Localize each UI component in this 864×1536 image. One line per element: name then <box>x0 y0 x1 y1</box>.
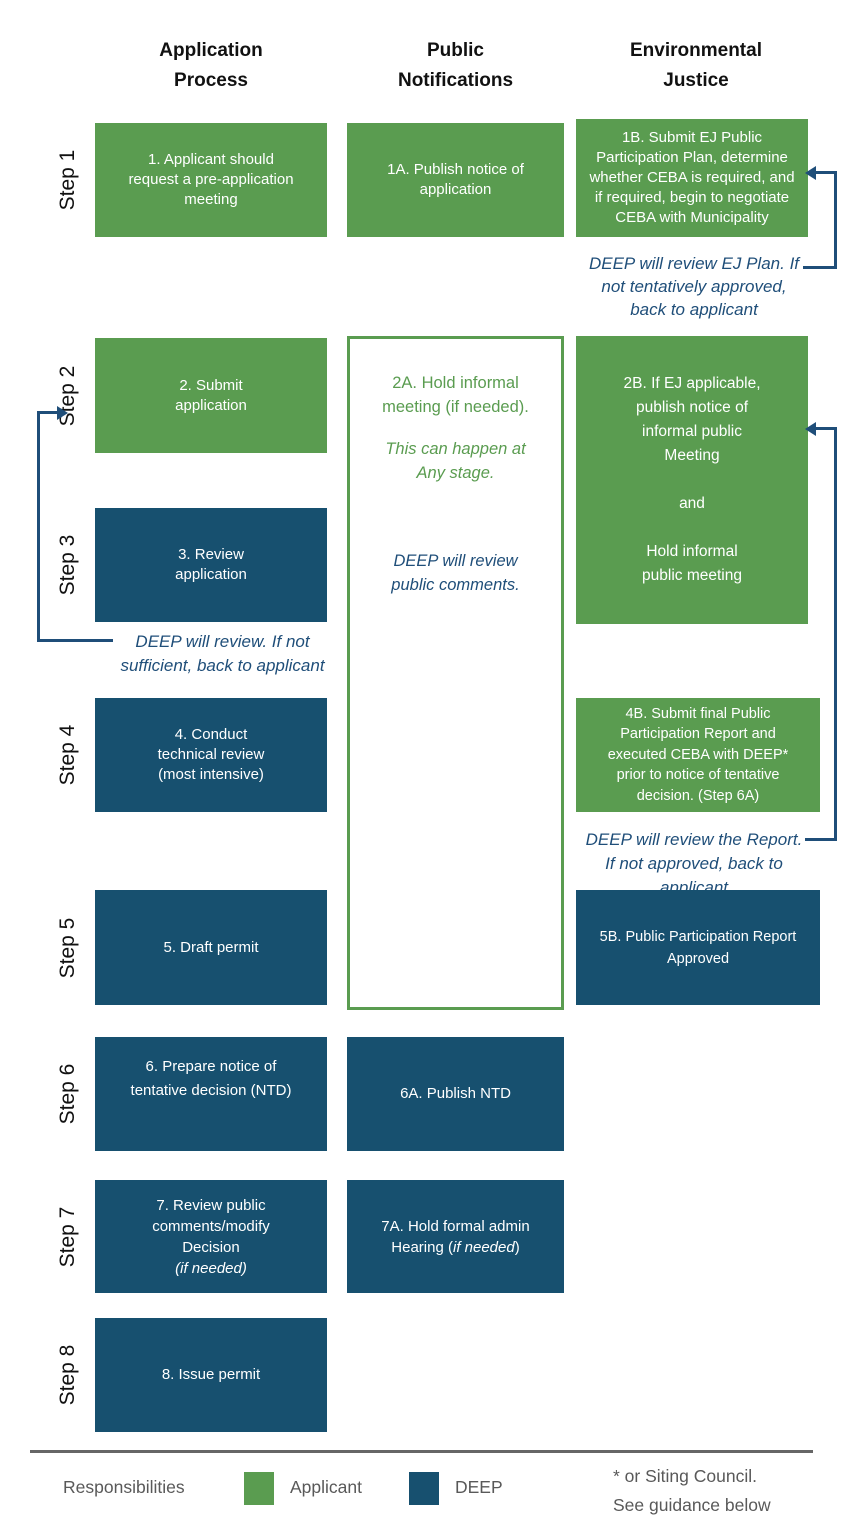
box-step5b-ej: 5B. Public Participation Report Approved <box>576 890 820 1005</box>
box-step8-application: 8. Issue permit <box>95 1318 327 1432</box>
footnote-siting-council: * or Siting Council. See guidance below <box>613 1466 771 1515</box>
legend-deep-swatch <box>409 1472 439 1505</box>
box-step7-if-needed: (if needed) <box>175 1259 247 1277</box>
step-label-1: Step 1 <box>56 149 79 211</box>
step-label-3: Step 3 <box>56 534 79 596</box>
box-step4-application: 4. Conduct technical review (most intens… <box>95 698 327 812</box>
box-step7a-if-needed: if needed <box>452 1238 515 1256</box>
step-label-5: Step 5 <box>56 917 79 979</box>
box-step7-application: 7. Review public comments/modify Decisio… <box>95 1180 327 1293</box>
arrow2-top-segment <box>40 411 57 414</box>
annotation-report-review: DEEP will review the Report. If not appr… <box>585 830 803 897</box>
box-step7-main-text: 7. Review public comments/modify Decisio… <box>152 1196 270 1256</box>
arrow3-vertical-segment <box>834 427 837 841</box>
box-step2b-part1: 2B. If EJ applicable, publish notice of … <box>623 375 761 464</box>
box-step4b-ej: 4B. Submit final Public Participation Re… <box>576 698 820 812</box>
arrow3-arrowhead-icon <box>805 422 816 436</box>
box-step1b-ej: 1B. Submit EJ Public Participation Plan,… <box>576 119 808 237</box>
box-step1-application: 1. Applicant should request a pre-applic… <box>95 123 327 237</box>
legend-deep-label: DEEP <box>455 1477 503 1497</box>
box-step2b-ej: 2B. If EJ applicable, publish notice of … <box>576 336 808 624</box>
box-step1a-notification: 1A. Publish notice of application <box>347 123 564 237</box>
arrow2-arrowhead-icon <box>57 406 68 420</box>
box-step5-application: 5. Draft permit <box>95 890 327 1005</box>
box-step2a-notification: 2A. Hold informal meeting (if needed). T… <box>347 336 564 1010</box>
step-label-2: Step 2 <box>56 365 79 427</box>
box-step7a-pre-text: 7A. Hold formal admin Hearing ( <box>381 1217 530 1256</box>
step-label-7: Step 7 <box>56 1206 79 1268</box>
box-step2a-italic-text: This can happen at Any stage. <box>385 440 526 482</box>
legend-title: Responsibilities <box>63 1477 185 1497</box>
arrow1-top-segment <box>816 171 837 174</box>
footer-divider <box>30 1450 813 1453</box>
arrow1-vertical-segment <box>834 171 837 269</box>
step-label-8: Step 8 <box>56 1344 79 1406</box>
box-step3-application: 3. Review application <box>95 508 327 622</box>
box-step7a-post-text: ) <box>514 1238 520 1256</box>
box-step7a-notification: 7A. Hold formal admin Hearing (if needed… <box>347 1180 564 1293</box>
arrow3-top-segment <box>816 427 837 430</box>
header-application-process: Application Process <box>159 40 263 91</box>
box-step2b-part3: Hold informal public meeting <box>642 543 742 584</box>
box-step2a-text: 2A. Hold informal meeting (if needed). <box>382 374 529 416</box>
arrow2-bottom-segment <box>37 639 113 642</box>
header-environmental-justice: Environmental Justice <box>630 40 762 91</box>
step-label-6: Step 6 <box>56 1063 79 1125</box>
box-step2a-deep-note: DEEP will review public comments. <box>391 552 520 594</box>
box-step6a-notification: 6A. Publish NTD <box>347 1037 564 1151</box>
step-label-4: Step 4 <box>56 724 79 786</box>
legend-applicant-swatch <box>244 1472 274 1505</box>
annotation-ej-plan-review: DEEP will review EJ Plan. If not tentati… <box>588 254 800 319</box>
box-step2-application: 2. Submit application <box>95 338 327 453</box>
arrow3-bottom-segment <box>805 838 837 841</box>
annotation-deep-review: DEEP will review. If not sufficient, bac… <box>120 632 325 675</box>
arrow2-vertical-segment <box>37 411 40 642</box>
header-public-notifications: Public Notifications <box>397 40 514 91</box>
arrow1-bottom-segment <box>803 266 837 269</box>
box-step2b-and: and <box>679 495 705 512</box>
arrow1-arrowhead-icon <box>805 166 816 180</box>
box-step6-application: 6. Prepare notice of tentative decision … <box>95 1037 327 1151</box>
legend-applicant-label: Applicant <box>290 1477 362 1497</box>
